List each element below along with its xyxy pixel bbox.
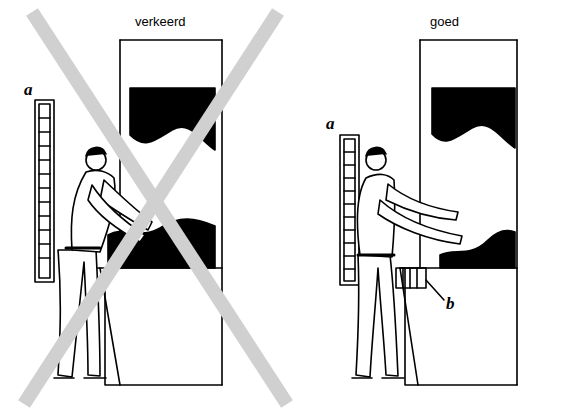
callout-letter: a xyxy=(24,80,33,100)
rack-a-wrong xyxy=(35,100,54,282)
block-b xyxy=(396,268,444,300)
callout-letter: a xyxy=(326,114,335,134)
worker-upright xyxy=(352,147,462,378)
panel-label: goed xyxy=(430,14,459,29)
cross-mark xyxy=(24,12,287,404)
panel-label: verkeerd xyxy=(135,14,186,29)
rack-a-right xyxy=(340,135,359,285)
callout-letter: b xyxy=(446,294,455,314)
